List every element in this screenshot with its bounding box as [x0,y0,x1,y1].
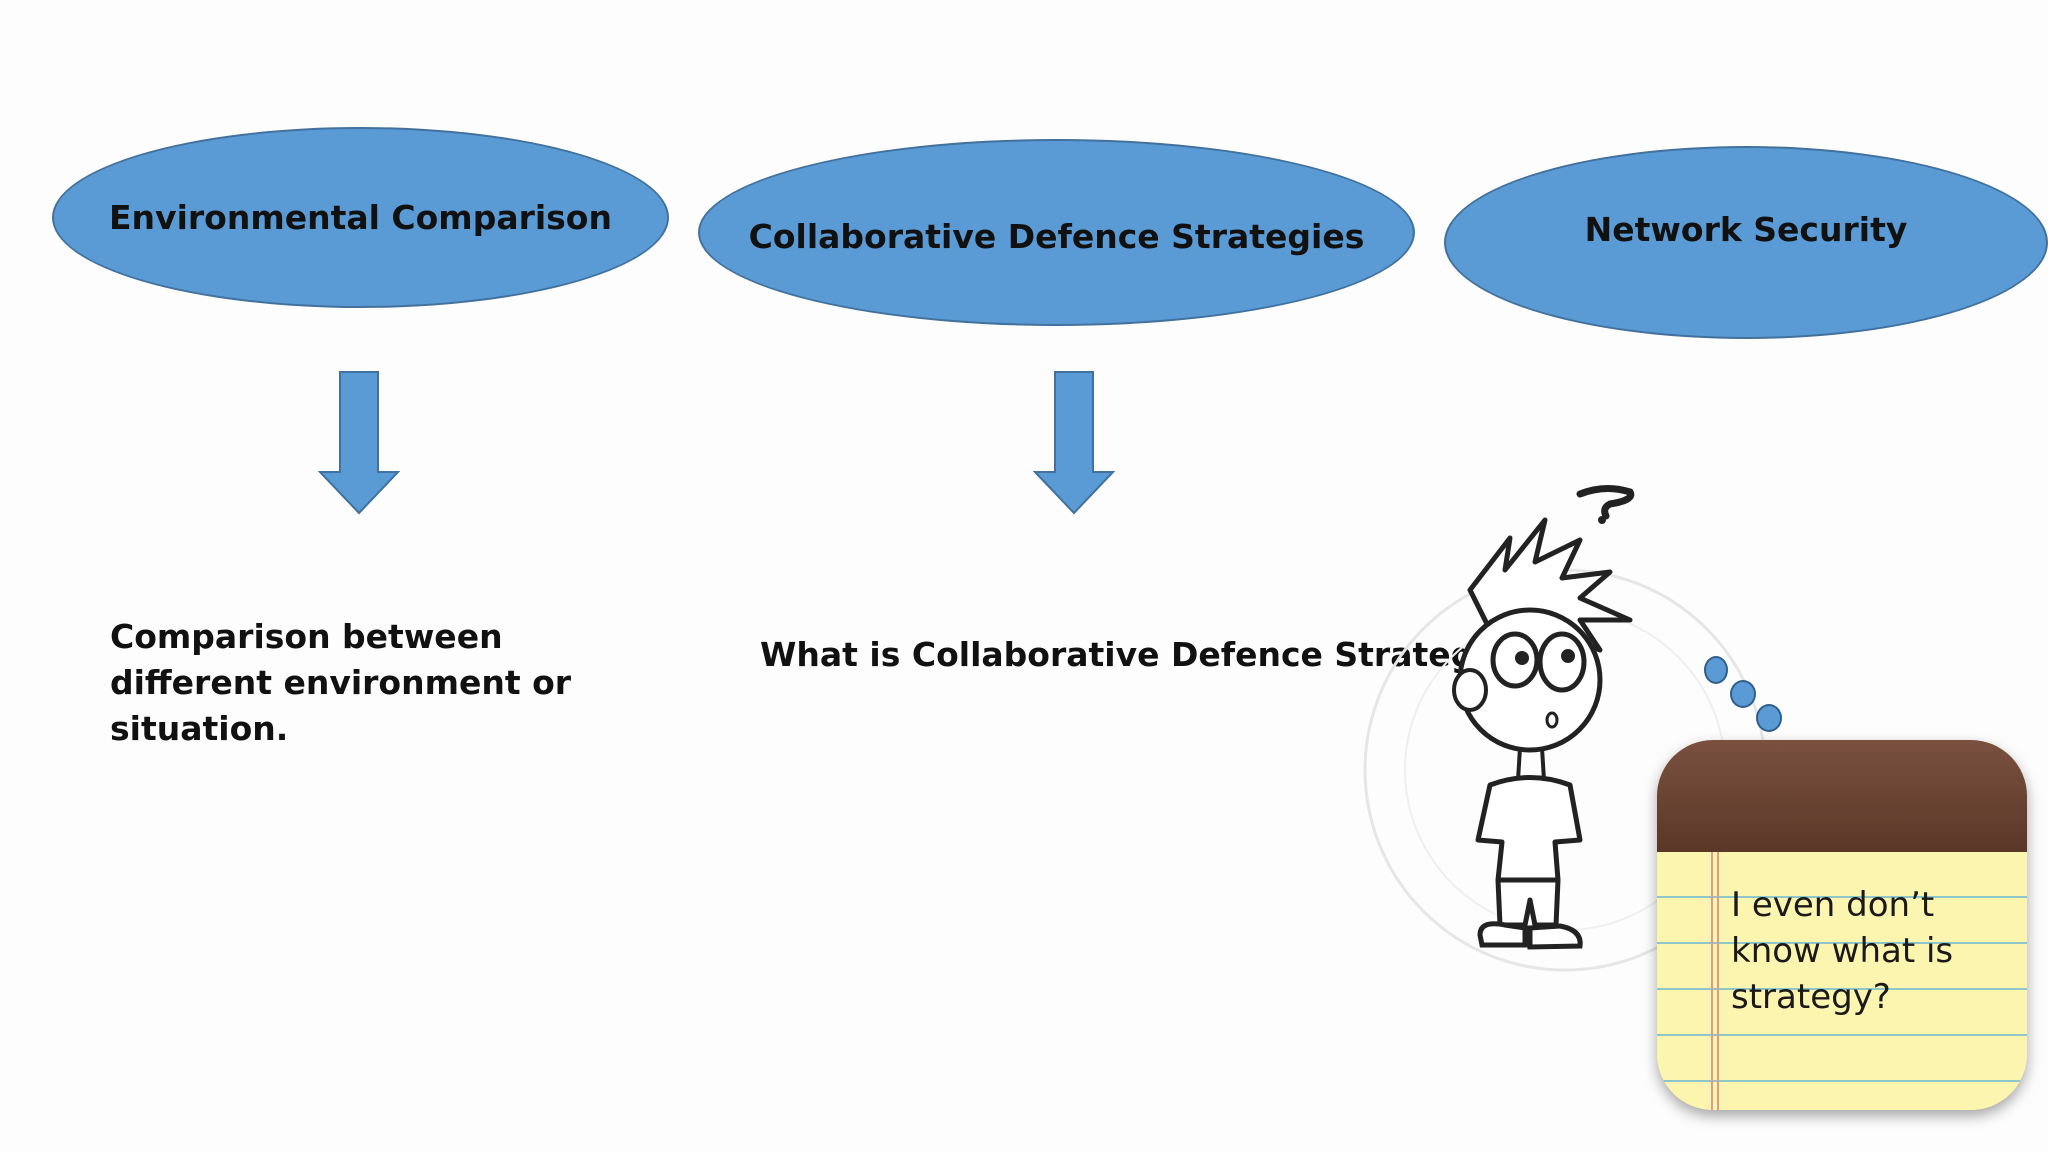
notepad-header [1657,740,2027,855]
node-environmental-comparison: Environmental Comparison [52,127,669,308]
collaborative-description: What is Collaborative Defence Strategy? [760,635,1515,674]
node-label: Network Security [1584,210,1908,249]
thought-bubble-dot [1756,704,1782,732]
notepad-margin-line [1711,852,1713,1110]
thought-bubble-dot [1704,656,1728,684]
description-line: different environment or [110,663,572,702]
notepad-line: know what is [1731,931,1954,971]
notepad-line: strategy? [1731,977,1891,1017]
confused-boy-illustration [1363,485,1767,972]
down-arrow-icon [1033,371,1115,515]
node-label: Environmental Comparison [109,198,612,237]
down-arrow-icon [318,371,400,515]
node-collaborative-defence-strategies: Collaborative Defence Strategies [698,139,1415,326]
notepad-margin-line [1717,852,1719,1110]
notepad-icon: I even don’t know what is strategy? [1657,740,2027,1110]
node-label: Collaborative Defence Strategies [748,217,1365,256]
description-line: situation. [110,709,289,748]
notepad-line: I even don’t [1731,885,1935,925]
node-network-security: Network Security [1444,146,2048,339]
environmental-description: Comparison between different environment… [110,614,590,752]
thought-bubble-dot [1730,680,1756,708]
notepad-text: I even don’t know what is strategy? [1731,882,2021,1020]
description-line: Comparison between [110,617,503,656]
